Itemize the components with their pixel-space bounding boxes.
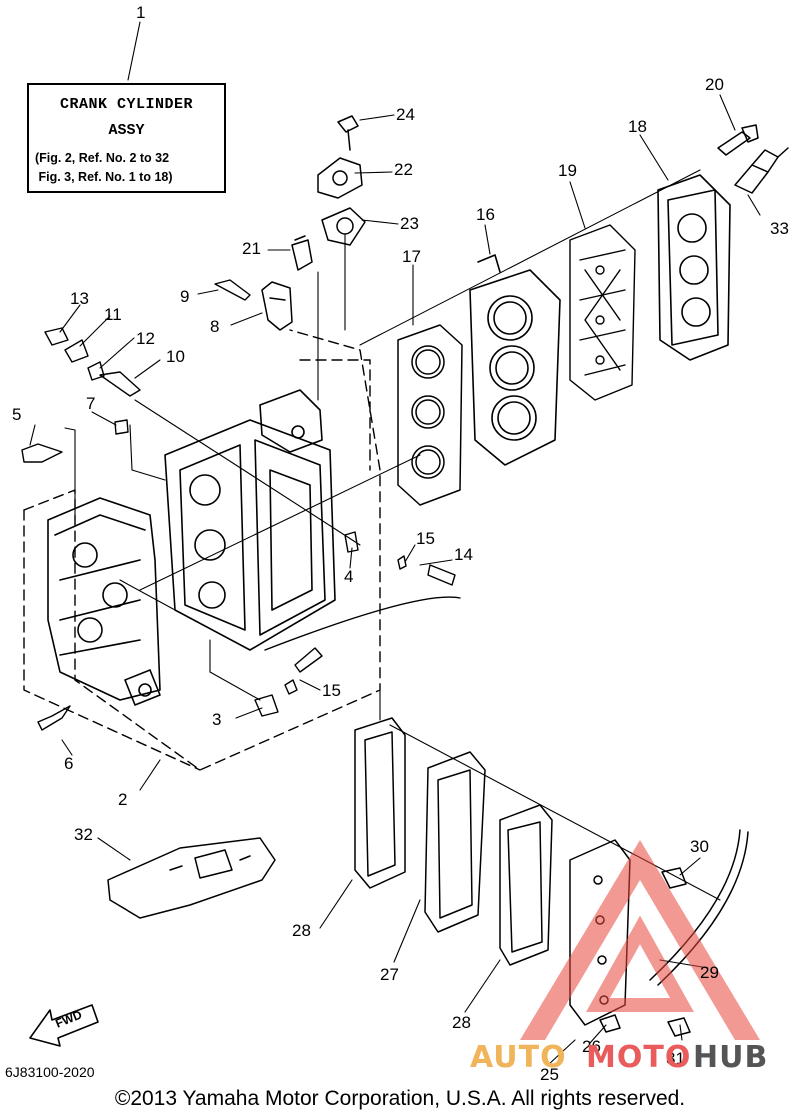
cylinder-head [469,254,561,466]
callout-15a: 15 [416,529,435,548]
callout-10: 10 [166,347,185,366]
callout-17: 17 [402,247,421,266]
callout-3: 3 [212,710,222,729]
callout-26: 26 [582,1037,601,1056]
callout-7: 7 [86,394,96,413]
callout-29: 29 [700,963,719,982]
callout-9: 9 [180,287,190,306]
spark-plug [734,147,789,194]
callout-8: 8 [210,317,220,336]
catalog-number: 6J83100-2020 [5,1064,95,1080]
bolt-20 [717,124,759,156]
fwd-arrow [29,1004,99,1047]
thermostat-parts [291,115,366,271]
callout-12: 12 [136,329,155,348]
callout-25: 25 [540,1065,559,1084]
callout-14: 14 [454,545,473,564]
callout-33: 33 [770,219,789,238]
callout-21: 21 [242,239,261,258]
callout-24: 24 [396,105,415,124]
small-fasteners [21,279,461,731]
exhaust-plates [354,717,749,1037]
callout-31: 31 [666,1049,685,1068]
callout-1: 1 [136,3,146,22]
callout-27: 27 [380,965,399,984]
callout-23: 23 [400,214,419,233]
callout-28a: 28 [292,921,311,940]
title-ref-lines: (Fig. 2, Ref. No. 2 to 32 Fig. 3, Ref. N… [35,149,222,187]
title-line-4: Fig. 3, Ref. No. 1 to 18) [35,170,173,184]
copyright-notice: ©2013 Yamaha Motor Corporation, U.S.A. A… [114,1087,686,1110]
watermark-text-auto: AUTO [470,1040,567,1075]
callout-28b: 28 [452,1013,471,1032]
watermark-text-hub: HUB [693,1040,769,1075]
callout-15b: 15 [322,681,341,700]
title-line-3: (Fig. 2, Ref. No. 2 to 32 [35,151,170,165]
callout-4: 4 [344,567,354,586]
callout-2: 2 [118,790,128,809]
anode-cover [261,281,293,331]
base-gasket [107,837,276,919]
callout-19: 19 [558,161,577,180]
callout-20: 20 [705,75,724,94]
callout-6: 6 [64,754,74,773]
assembly-title-box: CRANK CYLINDER ASSY (Fig. 2, Ref. No. 2 … [27,83,226,193]
title-line-2: ASSY [108,122,145,139]
callout-32: 32 [74,825,93,844]
title-line-1: CRANK CYLINDER [59,96,194,113]
head-cover-gasket [569,224,636,401]
callout-18: 18 [628,117,647,136]
leader-lines [29,21,761,1066]
cylinder-head-cover [657,174,731,361]
cylinder-head-gasket [397,324,463,506]
crankcase-half-left [47,497,161,706]
watermark-text-moto: MOTO [586,1040,692,1075]
callout-5: 5 [12,405,22,424]
assembly-dashed-outline [23,329,381,771]
callout-16: 16 [476,205,495,224]
callout-13: 13 [70,289,89,308]
callout-11: 11 [104,305,122,324]
watermark-triangle [520,840,760,1040]
callout-22: 22 [394,160,413,179]
cylinder-block [164,389,336,651]
callout-30: 30 [690,837,709,856]
